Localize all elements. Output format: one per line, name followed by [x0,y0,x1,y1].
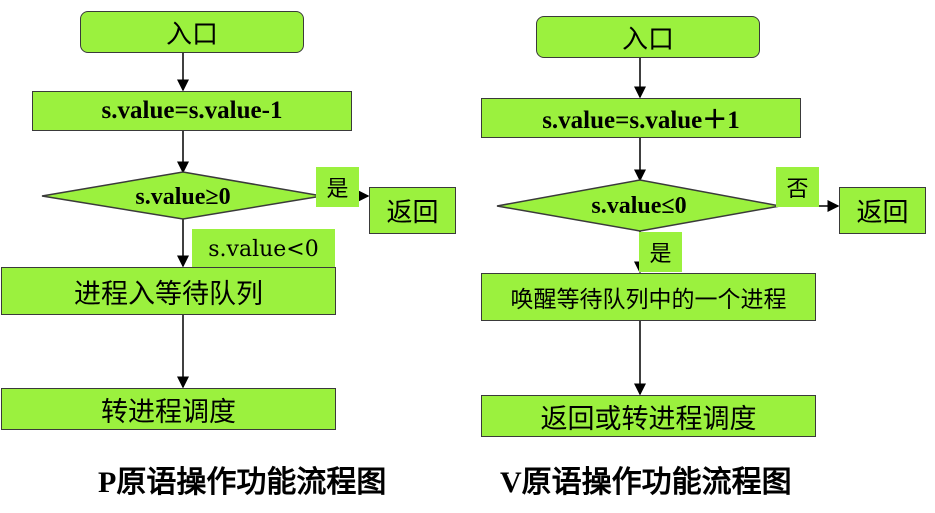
v-return-text: 返回 [856,198,909,228]
v-return-node: 返回 [839,187,926,234]
v-yes-label: 是 [639,232,682,272]
v-entry-node: 入口 [536,16,760,58]
p-return-text: 返回 [386,198,439,228]
v-return-or-schedule-node: 返回或转进程调度 [481,395,816,437]
p-caption: P原语操作功能流程图 [98,466,387,499]
v-entry-text: 入口 [621,24,674,55]
p-less-label: s.value<0 [192,229,335,269]
p-return-node: 返回 [369,187,456,234]
p-enqueue-text: 进程入等待队列 [74,278,263,310]
v-wake-text: 唤醒等待队列中的一个进程 [510,287,787,313]
v-increment-text: s.value=s.value＋1 [542,107,740,134]
v-wake-node: 唤醒等待队列中的一个进程 [481,273,816,321]
v-caption: V原语操作功能流程图 [500,466,792,499]
p-enqueue-node: 进程入等待队列 [1,267,336,315]
v-return-or-schedule-text: 返回或转进程调度 [540,403,757,435]
v-no-label: 否 [776,167,819,207]
v-increment-node: s.value=s.value＋1 [481,98,801,138]
p-decrement-node: s.value=s.value-1 [32,91,352,131]
v-condition-text: s.value≤0 [591,192,687,219]
p-condition-text: s.value≥0 [135,183,231,210]
p-yes-label: 是 [316,167,359,207]
p-entry-text: 入口 [165,19,218,50]
p-decrement-text: s.value=s.value-1 [101,97,283,124]
p-entry-node: 入口 [80,11,304,53]
p-schedule-node: 转进程调度 [1,388,336,430]
p-schedule-text: 转进程调度 [101,396,236,428]
